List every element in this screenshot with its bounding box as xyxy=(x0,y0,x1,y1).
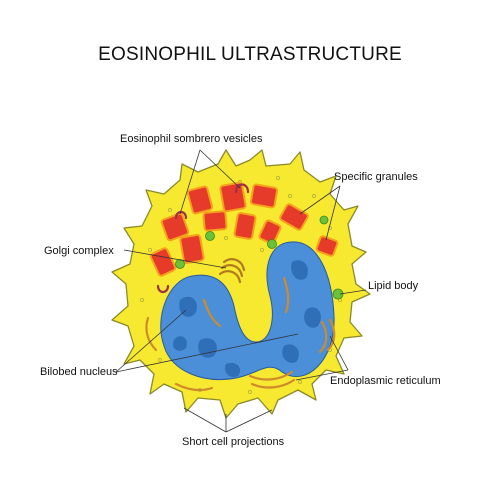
label-specific-granules: Specific granules xyxy=(334,171,418,183)
nucleus-chromatin xyxy=(173,260,321,378)
cytoplasm-dots xyxy=(140,176,342,394)
label-sombrero-vesicles: Eosinophil sombrero vesicles xyxy=(120,133,263,145)
diagram-title: EOSINOPHIL ULTRASTRUCTURE xyxy=(98,44,402,65)
label-bilobed-nucleus: Bilobed nucleus xyxy=(40,366,118,378)
lipid-bodies xyxy=(175,215,344,300)
label-endoplasmic-reticulum: Endoplasmic reticulum xyxy=(330,375,441,387)
label-short-cell-projections: Short cell projections xyxy=(182,436,285,448)
endoplasmic-reticulum xyxy=(145,276,336,392)
specific-granules xyxy=(149,181,339,277)
golgi-complex xyxy=(218,258,246,284)
leader-lines xyxy=(115,149,367,433)
label-golgi-complex: Golgi complex xyxy=(44,245,114,257)
label-lipid-body: Lipid body xyxy=(368,280,419,292)
